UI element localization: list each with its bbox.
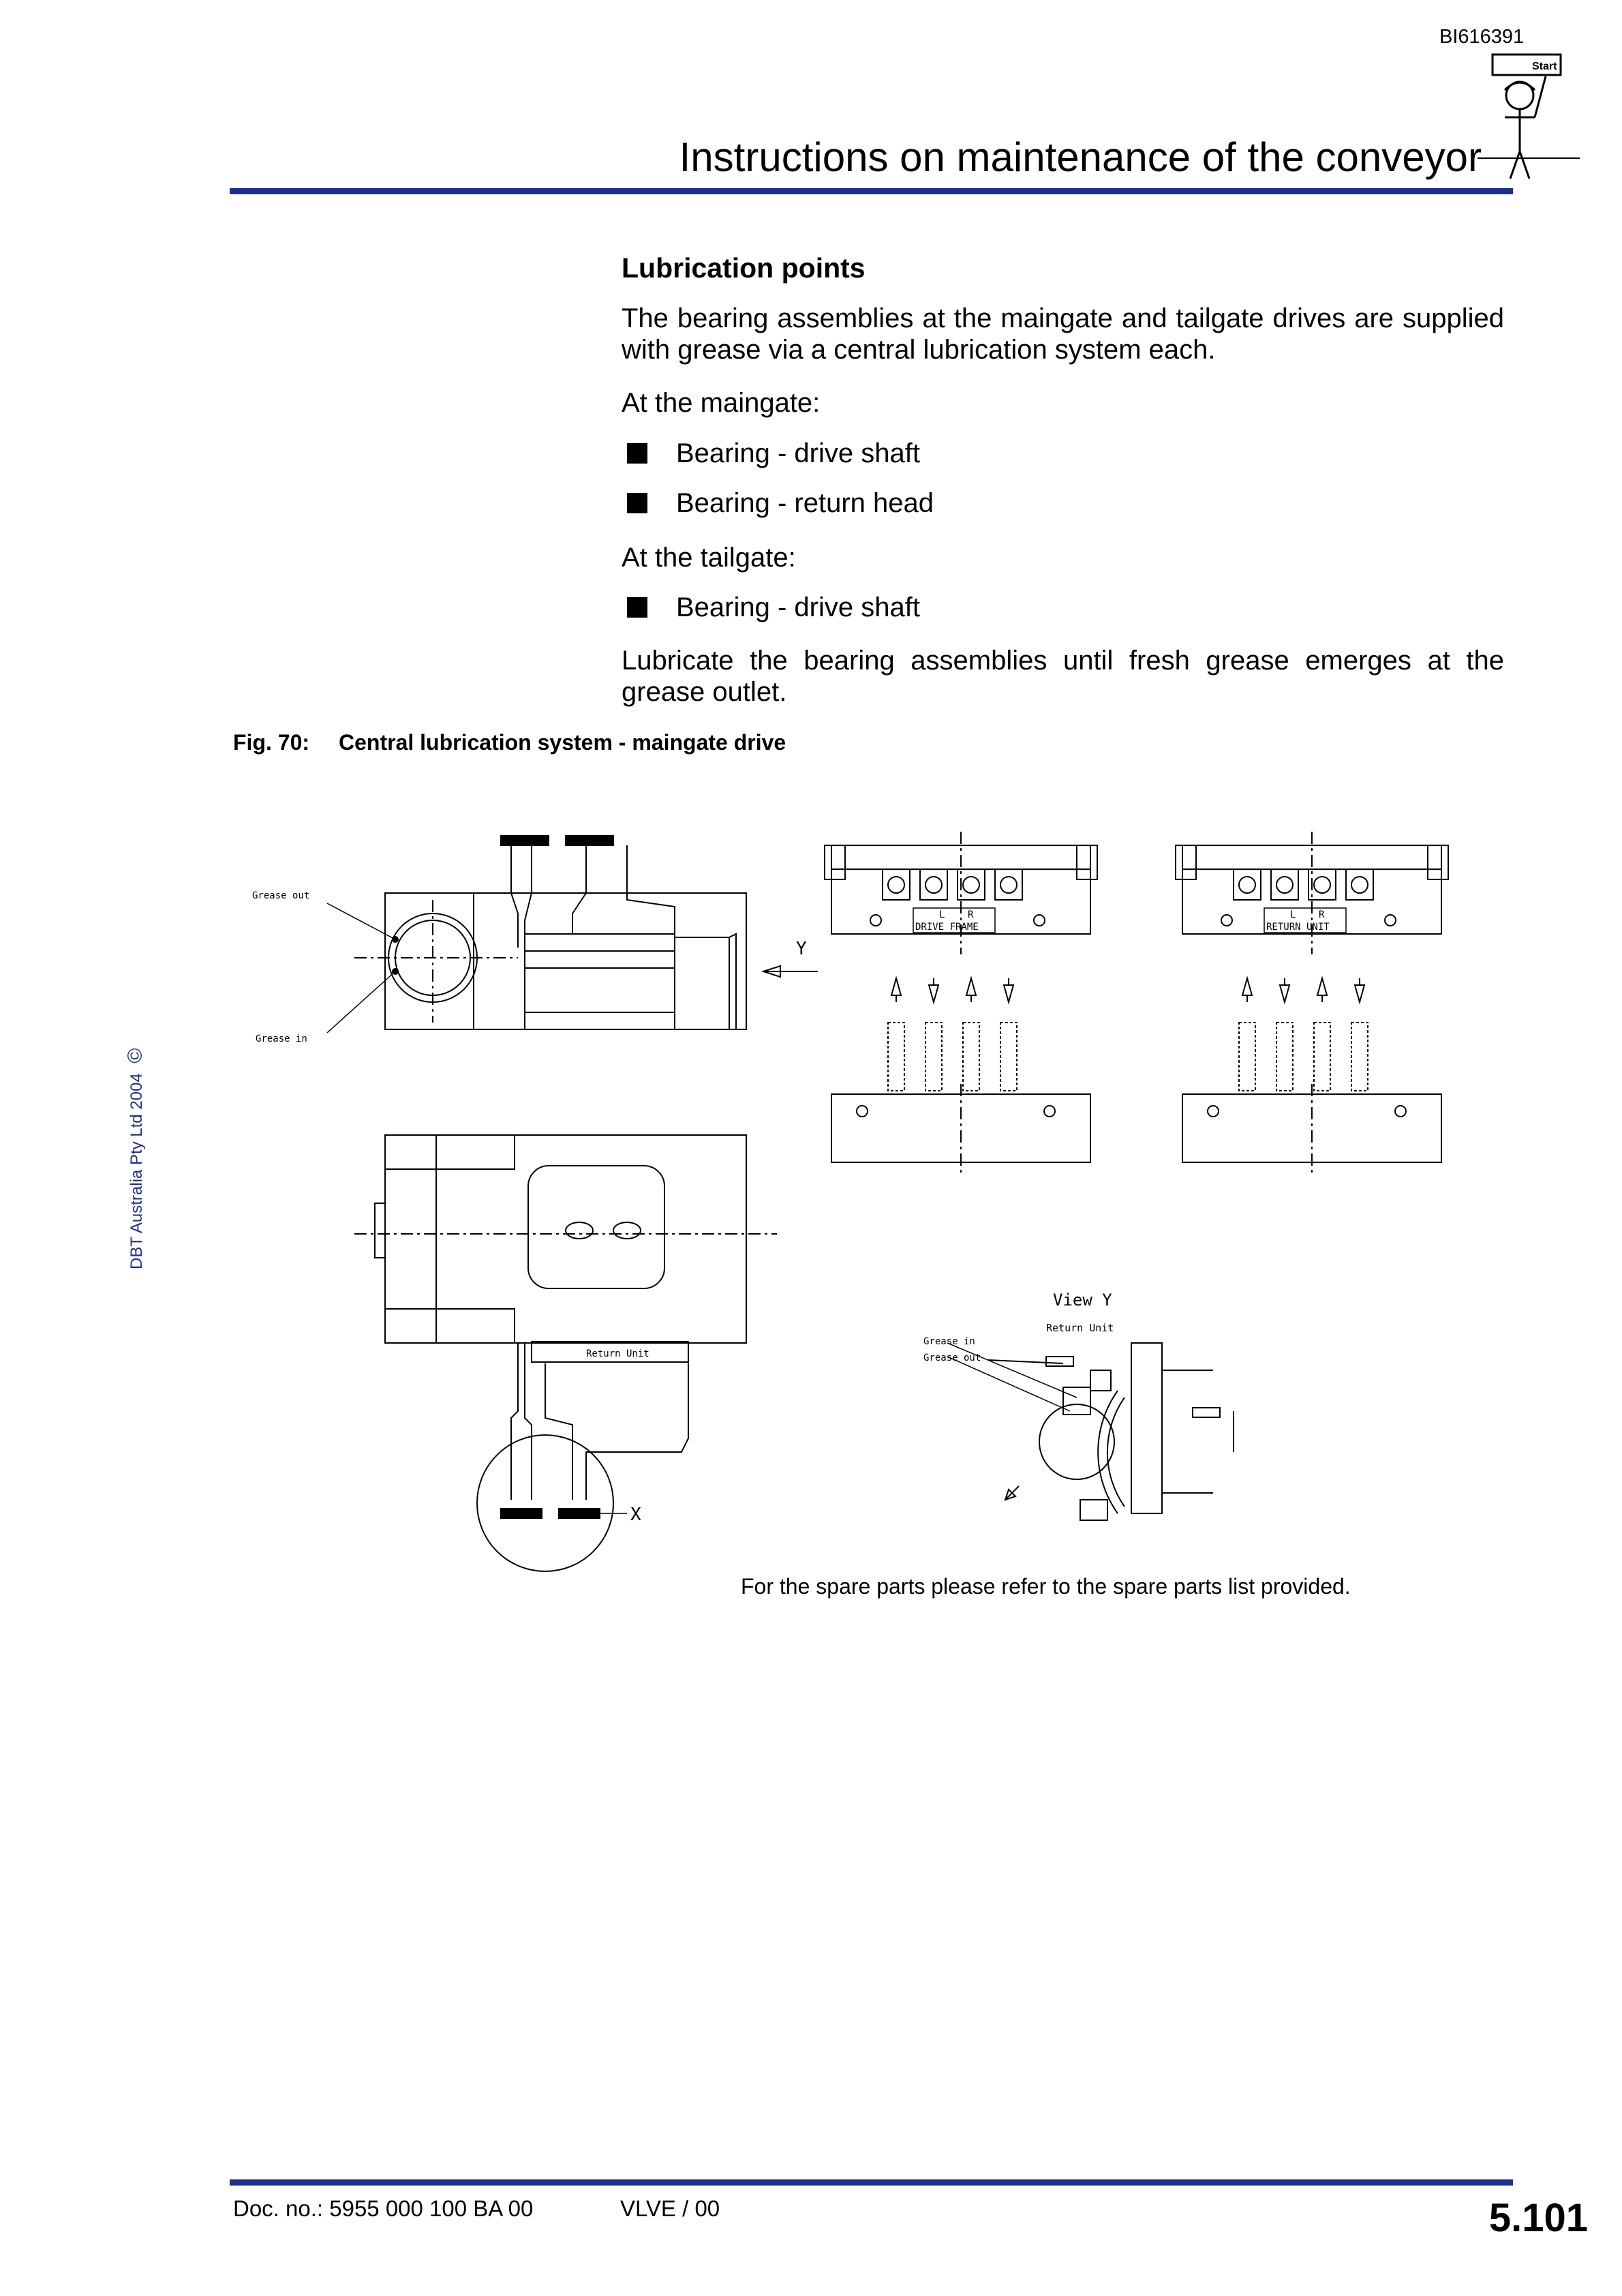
instruction-paragraph: Lubricate the bearing assemblies until f… [622,646,1504,707]
list-item-text: Bearing - return head [676,488,934,518]
return-unit-r-label: R [1319,909,1325,920]
list-item: Bearing - drive shaft [622,438,1504,469]
return-unit-caps-label: RETURN UNIT [1266,922,1330,933]
start-label: Start [1532,61,1557,72]
bullet-icon [627,597,647,618]
drive-frame-manifold [824,832,1098,1173]
maingate-label: At the maingate: [622,388,821,418]
return-unit-plan-label: Return Unit [586,1348,649,1359]
drive-frame-r-label: R [968,909,974,920]
header-divider [230,188,1513,194]
view-y-detail [947,1342,1234,1521]
copyright-text: DBT Australia Pty Ltd 2004 [127,1073,146,1269]
grease-in-label: Grease in [256,1033,307,1044]
view-y-title: View Y [1053,1290,1112,1310]
page-header-title: Instructions on maintenance of the conve… [679,134,1482,180]
figure-caption: Fig. 70: Central lubrication system - mai… [233,730,786,755]
tailgate-label: At the tailgate: [622,543,796,573]
footer-divider [230,2179,1513,2186]
list-item: Bearing - drive shaft [622,592,1504,623]
figure-caption-text: Central lubrication system - maingate dr… [339,730,786,755]
spare-parts-note: For the spare parts please refer to the … [741,1574,1351,1599]
drive-side-view [326,835,818,1033]
bullet-icon [627,493,647,513]
drive-frame-label: DRIVE FRAME [915,922,979,933]
view-y-grease-in-label: Grease in [923,1336,975,1347]
intro-paragraph: The bearing assemblies at the maingate a… [622,303,1504,365]
grease-out-label: Grease out [252,890,309,901]
return-unit-manifold [1175,832,1449,1173]
figure-number: Fig. 70: [233,730,310,755]
return-unit-detail-label: Return Unit [1046,1322,1114,1334]
section-heading: Lubrication points [622,252,866,284]
drive-frame-l-label: L [939,909,945,920]
list-item-text: Bearing - drive shaft [676,592,920,622]
list-item-text: Bearing - drive shaft [676,438,920,468]
view-y-marker: Y [796,939,807,959]
footer-version: VLVE / 00 [620,2196,720,2221]
page-number: 5.101 [1488,2196,1588,2240]
list-item: Bearing - return head [622,487,1504,519]
copyright-symbol: © [124,1048,147,1063]
view-y-grease-out-label: Grease out [923,1353,981,1363]
start-figure-icon: Start [1478,53,1580,179]
footer-doc-number: Doc. no.: 5955 000 100 BA 00 [233,2196,534,2221]
detail-x-marker: X [630,1505,641,1525]
copyright-notice: DBT Australia Pty Ltd 2004 © [124,1048,147,1270]
drive-plan-view [354,1134,777,1572]
document-id: BI616391 [1439,26,1525,48]
bullet-icon [627,443,647,464]
return-unit-l-label: L [1290,909,1296,920]
lubrication-system-drawing: Grease out Grease in Y Return Unit X [252,832,1449,1572]
